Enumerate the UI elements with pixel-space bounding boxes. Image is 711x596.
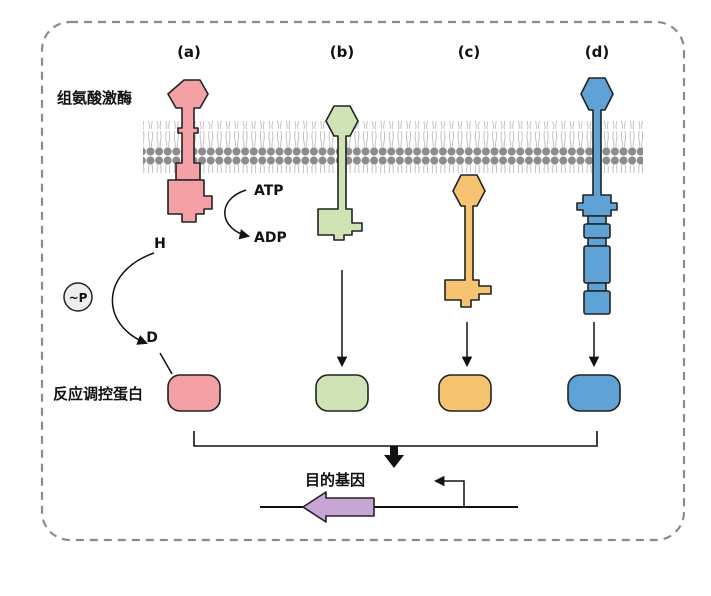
aspartate-label: D	[146, 330, 158, 346]
panel-label-c: (c)	[458, 43, 481, 61]
phosphate-badge	[63, 282, 93, 312]
target-gene-label: 目的基因	[305, 471, 365, 489]
phosphotransfer-arrow	[111, 252, 155, 345]
thick-arrow-shaft	[390, 446, 398, 456]
histidine-label: H	[154, 236, 166, 252]
histidine-kinase-label: 组氨酸激酶	[57, 89, 132, 107]
kinase-a-shape	[167, 79, 213, 223]
output-bracket	[193, 431, 598, 447]
regulator-d	[567, 374, 621, 412]
thick-arrow-head	[384, 455, 404, 468]
kinase-d-shape	[576, 77, 618, 315]
regulator-a	[167, 374, 221, 412]
panel-label-a: (a)	[177, 43, 201, 61]
kinase-b-shape	[317, 105, 363, 241]
regulator-b	[315, 374, 369, 412]
panel-label-b: (b)	[330, 43, 354, 61]
panel-label-d: (d)	[585, 43, 609, 61]
response-regulator-label: 反应调控蛋白	[53, 385, 143, 403]
promoter-arrow	[433, 475, 465, 507]
phosphate-label: ~P	[69, 291, 88, 305]
cell-membrane	[143, 121, 643, 173]
dashed-border	[40, 20, 686, 542]
atp-label: ATP	[254, 183, 284, 199]
gene-arrow	[302, 491, 375, 523]
kinase-c-shape	[444, 174, 492, 308]
regulator-c	[438, 374, 492, 412]
aspartate-link	[159, 352, 173, 375]
adp-label: ADP	[254, 230, 287, 246]
atp-adp-arrow	[224, 189, 251, 240]
